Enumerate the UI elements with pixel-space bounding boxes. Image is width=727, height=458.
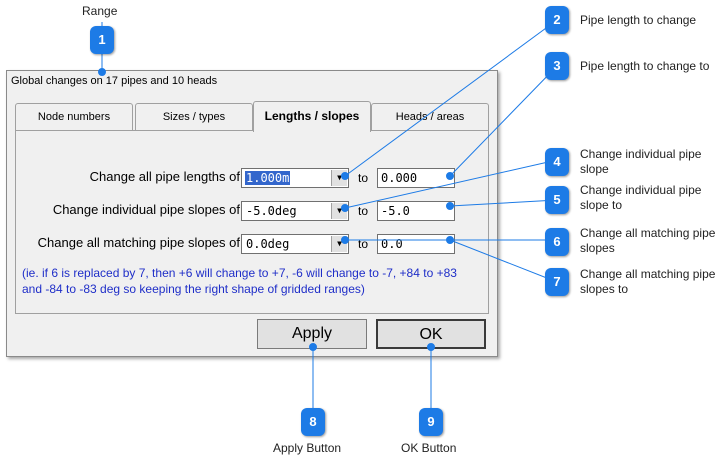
to-label: to	[358, 237, 369, 251]
matching-slopes-combo[interactable]: 0.0deg ▼	[241, 234, 349, 254]
callout-badge-2: 2	[545, 6, 569, 34]
ok-button[interactable]: OK	[376, 319, 486, 349]
callout-label-3: Pipe length to change to	[580, 59, 710, 73]
explanation-note: (ie. if 6 is replaced by 7, then +6 will…	[22, 266, 457, 296]
callout-label-9: OK Button	[401, 441, 457, 455]
pipe-length-combo[interactable]: 1.000m ▼	[241, 168, 349, 188]
dialog-title: Global changes on 17 pipes and 10 heads	[11, 75, 218, 87]
callout-badge-5: 5	[545, 186, 569, 214]
to-label: to	[358, 171, 369, 185]
tab-sizes-types[interactable]: Sizes / types	[135, 103, 253, 130]
callout-label-8: Apply Button	[273, 441, 342, 455]
tab-label: Node numbers	[37, 111, 111, 123]
callout-label-6: Change all matching pipe slopes	[580, 226, 716, 255]
matching-slopes-to-field[interactable]: 0.0	[377, 234, 455, 254]
callout-label-5: Change individual pipe slope to	[580, 183, 702, 212]
tab-node-numbers[interactable]: Node numbers	[15, 103, 133, 130]
global-changes-dialog: Global changes on 17 pipes and 10 heads …	[6, 70, 498, 357]
callout-badge-9: 9	[419, 408, 443, 436]
pipe-length-label: Change all pipe lengths of	[89, 169, 240, 184]
callout-label-2: Pipe length to change	[580, 13, 697, 27]
chevron-down-icon[interactable]: ▼	[331, 236, 347, 252]
callout-badge-6: 6	[545, 228, 569, 256]
callout-badge-3: 3	[545, 52, 569, 80]
to-label: to	[358, 204, 369, 218]
combo-value: 1.000m	[245, 171, 291, 185]
individual-slope-to-field[interactable]: -5.0	[377, 201, 455, 221]
callout-label-4: Change individual pipe slope	[580, 147, 702, 176]
matching-slopes-label: Change all matching pipe slopes of	[37, 235, 240, 250]
combo-value: 0.0deg	[246, 237, 290, 251]
chevron-down-icon[interactable]: ▼	[331, 170, 347, 186]
callout-badge-8: 8	[301, 408, 325, 436]
tab-label: Lengths / slopes	[264, 109, 360, 123]
chevron-down-icon[interactable]: ▼	[331, 203, 347, 219]
individual-slope-combo[interactable]: -5.0deg ▼	[241, 201, 349, 221]
callout-badge-7: 7	[545, 268, 569, 296]
callout-label-1: Range	[82, 4, 118, 18]
tab-heads-areas[interactable]: Heads / areas	[371, 103, 489, 130]
callout-badge-4: 4	[545, 148, 569, 176]
lengths-slopes-panel: Change all pipe lengths of 1.000m ▼ to 0…	[15, 130, 489, 314]
tab-label: Heads / areas	[395, 111, 465, 123]
tab-lengths-slopes[interactable]: Lengths / slopes	[253, 101, 371, 132]
apply-button[interactable]: Apply	[257, 319, 367, 349]
combo-value: -5.0deg	[246, 204, 297, 218]
tab-label: Sizes / types	[162, 111, 226, 123]
callout-badge-1: 1	[90, 26, 114, 54]
pipe-length-to-field[interactable]: 0.000	[377, 168, 455, 188]
individual-slope-label: Change individual pipe slopes of	[52, 202, 240, 217]
callout-label-7: Change all matching pipe slopes to	[580, 267, 716, 296]
